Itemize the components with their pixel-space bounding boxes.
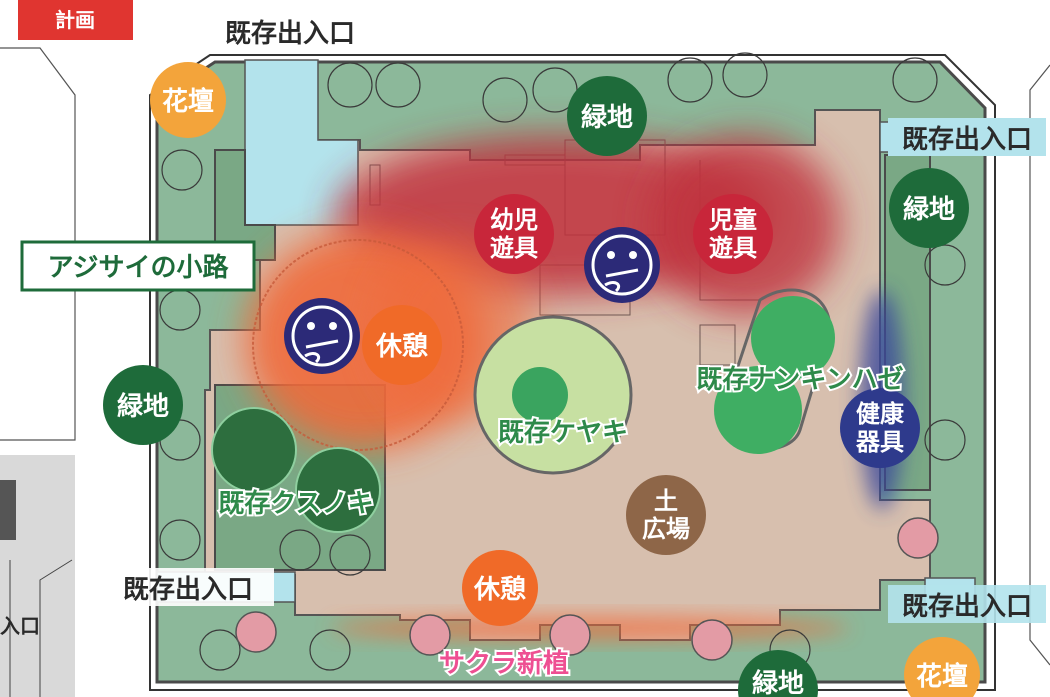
svg-text:緑地: 緑地 <box>752 668 804 697</box>
entrance-top-label: 既存出入口 <box>225 19 355 49</box>
rest-badge-lower: 休憩 <box>462 550 538 626</box>
entrance-right-lower-label: 既存出入口 <box>902 592 1032 622</box>
sakura-planting-label: サクラ新植 <box>439 648 569 679</box>
neighbor-building-block <box>0 455 75 697</box>
svg-text:休憩: 休憩 <box>473 574 526 605</box>
nankinhaze-trees <box>714 288 835 454</box>
entrance-labels: 既存出入口 既存出入口 既存出入口 既存出入口 入口 <box>0 12 1046 638</box>
green-badge-right: 緑地 <box>889 168 969 248</box>
kusunoki-label: 既存クスノキ <box>218 489 373 519</box>
svg-text:健康: 健康 <box>856 400 905 428</box>
toddler-play-badge: 幼児 遊具 <box>474 194 554 274</box>
svg-text:緑地: 緑地 <box>581 102 633 133</box>
svg-text:緑地: 緑地 <box>903 194 955 225</box>
svg-text:器具: 器具 <box>855 428 904 456</box>
svg-text:広場: 広場 <box>642 515 690 543</box>
green-badge-bottom: 緑地 <box>738 650 818 697</box>
svg-text:花壇: 花壇 <box>162 86 214 117</box>
rest-badge-main: 休憩 <box>362 305 442 385</box>
child-play-badge: 児童 遊具 <box>693 194 773 274</box>
surrounding-streets <box>0 47 1050 666</box>
entrance-left-lower-label: 既存出入口 <box>123 575 253 605</box>
svg-text:土: 土 <box>654 487 678 515</box>
kusunoki-trees <box>211 407 381 533</box>
green-badge-top: 緑地 <box>567 76 647 156</box>
dirt-plaza-badge: 土 広場 <box>626 475 706 555</box>
rest-area-ring <box>252 239 464 451</box>
svg-text:遊具: 遊具 <box>490 234 538 262</box>
path-name-label: アジサイの小路 <box>48 252 230 283</box>
svg-text:児童: 児童 <box>709 206 757 234</box>
svg-text:幼児: 幼児 <box>490 206 538 234</box>
svg-text:花壇: 花壇 <box>916 661 968 692</box>
green-badge-left: 緑地 <box>103 365 183 445</box>
svg-text:休憩: 休憩 <box>375 331 428 362</box>
flowerbed-badge-top: 花壇 <box>150 62 226 138</box>
keyaki-trunk <box>512 367 568 423</box>
flowerbed-badge-bottom: 花壇 <box>904 637 980 697</box>
entrance-right-upper-label: 既存出入口 <box>902 125 1032 155</box>
thinking-face-icon <box>584 227 660 303</box>
svg-text:緑地: 緑地 <box>117 391 169 422</box>
fitness-equipment-badge: 健康 器具 <box>840 388 920 468</box>
sakura-trees <box>235 517 939 661</box>
plan-tag-label: 計画 <box>55 8 95 32</box>
thinking-face-icon <box>284 298 360 374</box>
path-name-box <box>20 240 256 292</box>
plan-tag <box>18 0 133 40</box>
nankinhaze-label: 既存ナンキンハゼ <box>696 365 903 395</box>
entrance-edge-fragment-label: 入口 <box>0 614 40 638</box>
existing-tree-outlines <box>159 52 966 671</box>
svg-text:遊具: 遊具 <box>709 234 757 262</box>
keyaki-label: 既存ケヤキ <box>498 418 628 448</box>
